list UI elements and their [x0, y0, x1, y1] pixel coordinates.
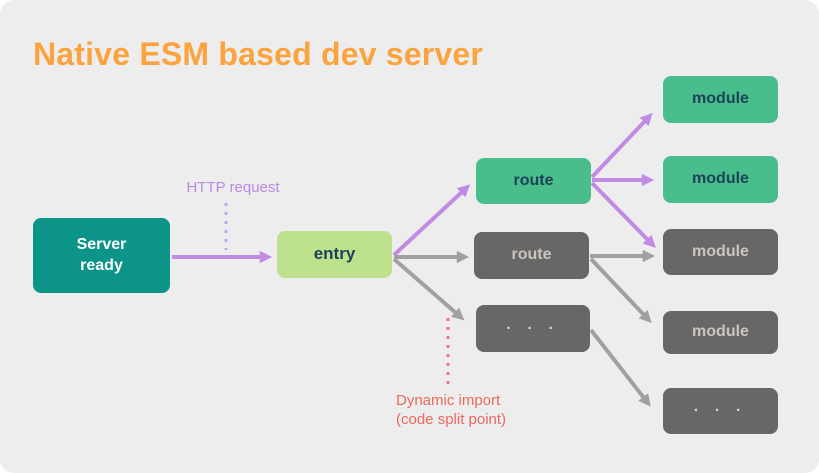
- dynamic-import-line1: Dynamic import: [396, 392, 501, 409]
- node-module-green-1-label: module: [692, 90, 749, 108]
- node-module-gray-2: module: [663, 311, 778, 354]
- node-server-ready-label: Server ready: [76, 235, 127, 274]
- node-route-ellipsis-label: · · ·: [506, 319, 560, 337]
- edge-route-b-module-b1: [589, 257, 652, 324]
- node-module-ellipsis: · · ·: [663, 388, 778, 434]
- node-module-shared-label: module: [692, 242, 749, 260]
- edge-entry-route-a: [392, 184, 471, 257]
- edge-entry-route-more: [392, 257, 465, 321]
- node-module-green-1: module: [663, 76, 778, 123]
- dynamic-import-line2: (code split point): [396, 411, 507, 428]
- node-entry: entry: [277, 231, 392, 278]
- node-module-ellipsis-label: · · ·: [693, 402, 748, 420]
- node-module-gray-2-label: module: [692, 323, 749, 341]
- http-request-label: HTTP request: [186, 179, 280, 196]
- edge-route-a-module-shared: [590, 181, 656, 248]
- diagram-title: Native ESM based dev server: [33, 36, 484, 72]
- node-route-green-label: route: [513, 171, 554, 189]
- edge-route-more-module-more: [589, 328, 651, 407]
- node-module-green-2: module: [663, 156, 778, 203]
- node-route-ellipsis: · · ·: [476, 305, 590, 352]
- node-server-ready: Server ready: [33, 218, 170, 293]
- node-module-green-2-label: module: [692, 170, 749, 188]
- edge-route-a-module-a1: [590, 112, 653, 179]
- node-route-gray: route: [474, 232, 589, 279]
- node-route-gray-label: route: [511, 246, 552, 264]
- node-route-green: route: [476, 158, 591, 204]
- node-entry-label: entry: [313, 244, 356, 264]
- dynamic-import-label: Dynamic import (code split point): [396, 391, 506, 429]
- node-module-shared: module: [663, 229, 778, 275]
